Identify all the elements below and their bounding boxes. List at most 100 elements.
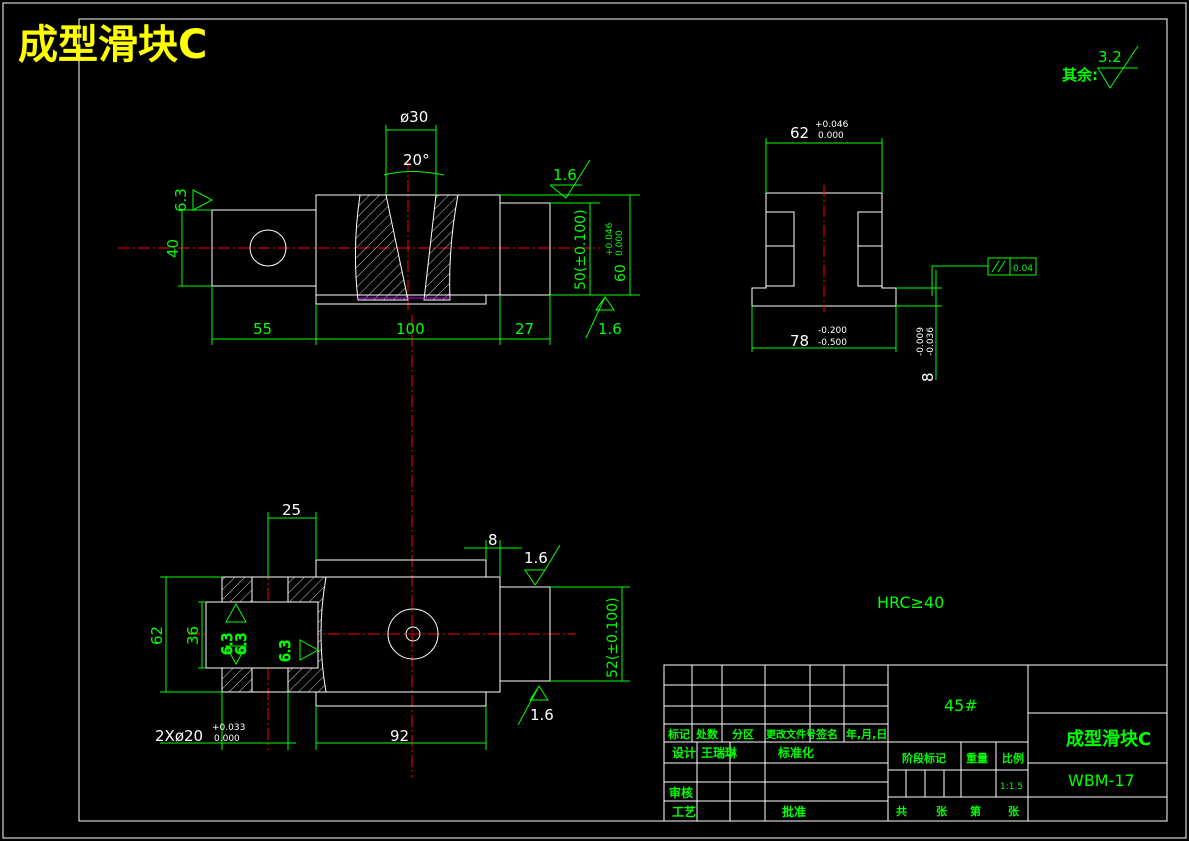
title-block: 标记 处数 分区 更改文件号 签名 年,月,日 设计 王瑞琳 标准化 审核 工艺… [663, 664, 1168, 822]
title-block-rows [664, 684, 888, 802]
tb-h-count: 处数 [695, 727, 719, 741]
tb-h-doc: 更改文件号 [766, 728, 816, 741]
dim-angle-arc [383, 171, 445, 176]
tb-process-label: 工艺 [672, 804, 696, 819]
side-dim-8: 8 [919, 372, 937, 382]
inner-frame [78, 18, 1168, 822]
front-hatch-left [354, 194, 409, 301]
front-right-boss [499, 202, 551, 296]
front-rough-left: 6.3 [172, 188, 190, 212]
tb-h-mark: 标记 [667, 727, 690, 741]
dim-40: 40 [164, 239, 182, 258]
top-dim-25-lines [267, 512, 317, 577]
top-rough-b: 6.3 [234, 633, 250, 655]
parallelism-value: 0.04 [1013, 264, 1033, 274]
top-dim-92: 92 [390, 727, 409, 745]
side-dim-8-lines [896, 270, 942, 380]
front-rough-top-icon [549, 159, 591, 199]
top-dim-62-36-lines [160, 576, 222, 693]
dim-dia30-lines [385, 125, 437, 195]
top-lower-rail [315, 691, 487, 707]
top-dim-36: 36 [184, 626, 202, 645]
side-dim-8-tol-upper: -0.009 [916, 327, 926, 356]
dim-dia30: ø30 [400, 108, 428, 126]
parallelism-icon [991, 260, 1006, 273]
side-dim-62-tol-lower: 0.000 [818, 131, 844, 141]
top-rough-inner-icons [225, 602, 247, 666]
top-dim-holes: 2Xø20 [155, 727, 203, 745]
top-dim-8-lines [464, 540, 522, 577]
front-rough-top: 1.6 [553, 166, 577, 184]
front-hatch-right [423, 194, 459, 301]
top-hatch-right [287, 576, 327, 693]
title-block-right-grid [888, 665, 1167, 821]
tb-h-date: 年,月,日 [846, 727, 887, 741]
top-right-boss [499, 586, 551, 682]
front-rough-bottom: 1.6 [598, 320, 622, 338]
top-inner-circle [405, 626, 421, 642]
top-hatch-left [221, 576, 253, 693]
dim-50-60-lines [500, 194, 640, 296]
tb-review-label: 审核 [669, 785, 693, 800]
tb-std-label: 标准化 [777, 745, 814, 760]
top-dim-holes-tol-lower: 0.000 [214, 734, 240, 744]
tb-stage-label: 阶段标记 [902, 751, 946, 765]
side-dim-62-tol-upper: +0.046 [815, 120, 849, 130]
title-block-cols [691, 665, 889, 821]
tb-designer: 王瑞琳 [701, 745, 738, 760]
top-rough-right-icon [524, 544, 561, 586]
front-view: ø30 20° 6.3 40 1.6 1.6 50(±0.100) 60 +0.… [118, 108, 640, 778]
parallelism-frame [987, 257, 1037, 276]
front-hole [249, 229, 287, 267]
tb-drawing-no: WBM-17 [1068, 771, 1135, 790]
top-dim-52-lines [550, 586, 630, 682]
dim-60: 60 [613, 264, 629, 282]
tb-h-zone: 分区 [732, 727, 754, 741]
dim-100: 100 [396, 320, 425, 338]
top-rough-c: 6.3 [278, 640, 294, 662]
hardness-note: HRC≥40 [877, 593, 944, 612]
front-rough-bottom-icon [585, 296, 615, 339]
top-dim-25: 25 [282, 501, 301, 519]
top-rough-bottom: 1.6 [530, 706, 554, 724]
side-dim-78-tol-lower: -0.500 [818, 338, 847, 348]
default-roughness-label: 其余: [1062, 66, 1098, 84]
top-outer-circle [387, 608, 439, 660]
top-dim-52: 52(±0.100) [605, 597, 621, 678]
tb-total-label: 共 [896, 804, 907, 818]
side-view: 62 +0.046 0.000 78 -0.200 -0.500 8 -0.00… [751, 120, 1037, 382]
top-dim-holes-tol-upper: +0.033 [212, 723, 245, 733]
dim-55: 55 [253, 320, 272, 338]
dim-40-lines [178, 209, 212, 287]
side-slots [766, 211, 882, 287]
title-block-frame [663, 664, 1168, 822]
top-rough-right: 1.6 [524, 549, 548, 567]
top-slot [205, 601, 319, 669]
tb-sheet-label-2: 张 [1008, 804, 1020, 818]
top-rough-bottom-icon [517, 685, 549, 726]
side-dim-78-lines [751, 306, 897, 352]
tb-weight-label: 重量 [966, 751, 988, 765]
drawing-title: 成型滑块C [18, 22, 207, 68]
top-upper-rail [315, 559, 487, 578]
tb-page-label: 第 [970, 804, 981, 818]
top-view: 25 8 1.6 1.6 6.3 6.3 6.3 62 36 52(±0.100… [148, 501, 630, 750]
tb-design-label: 设计 [672, 745, 696, 760]
side-dim-62-lines [765, 138, 883, 193]
dim-27: 27 [515, 320, 534, 338]
tb-scale-label: 比例 [1002, 751, 1024, 765]
default-roughness-value: 3.2 [1098, 48, 1122, 66]
tb-material: 45# [944, 696, 978, 715]
roughness-symbol-icon [1097, 45, 1139, 89]
dim-60-tol-lower: 0.000 [615, 230, 625, 256]
front-bottom-dim-lines [211, 286, 551, 345]
tb-approve-label: 批准 [782, 804, 806, 819]
parallelism-leader [931, 265, 988, 296]
tb-scale-value: 1:1.5 [1000, 782, 1023, 792]
side-dim-78-tol-upper: -0.200 [818, 326, 847, 336]
tb-sheet-label: 张 [936, 804, 948, 818]
side-dim-78: 78 [790, 332, 809, 350]
tb-part-name: 成型滑块C [1066, 728, 1151, 750]
